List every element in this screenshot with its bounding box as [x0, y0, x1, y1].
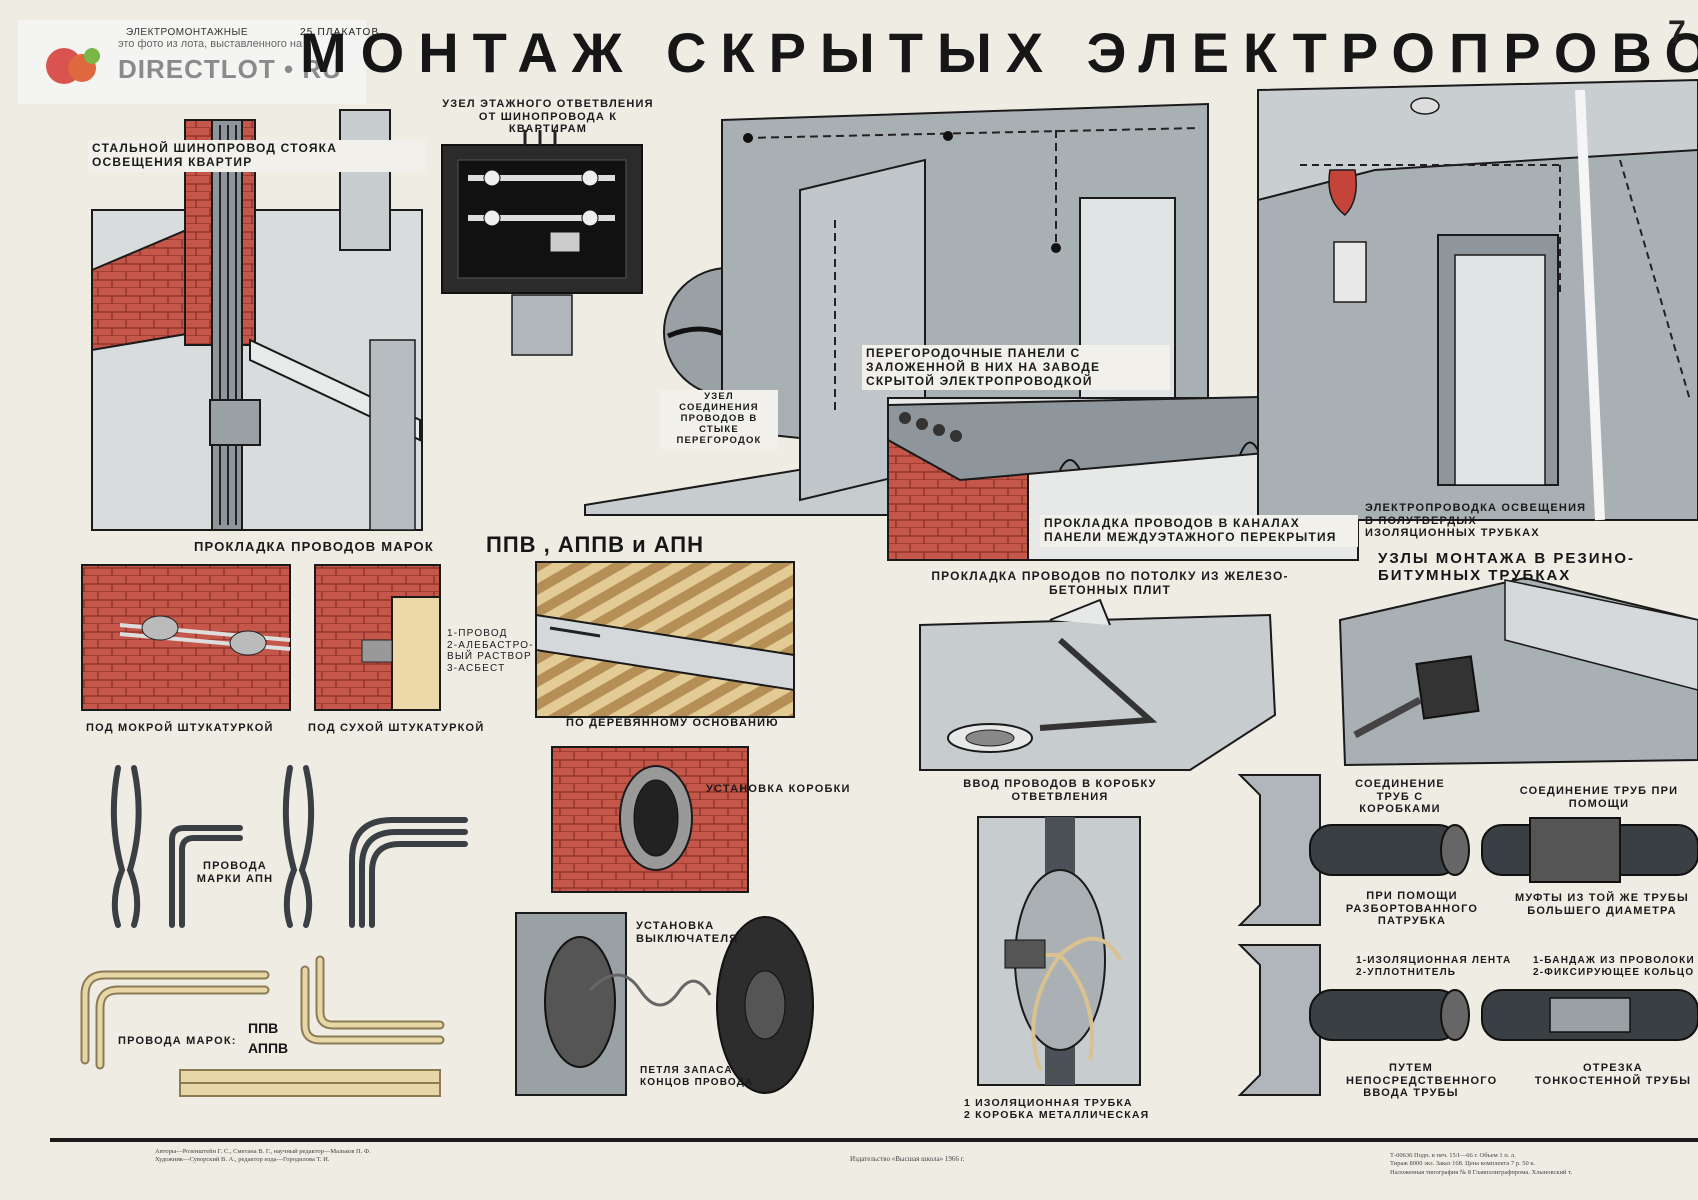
legend-plaster-line: ВЫЙ РАСТВОР	[447, 651, 532, 662]
label-split-sleeve: ПРИ ПОМОЩИ РАЗБОРТОВАННОГО ПАТРУБКА	[1345, 890, 1479, 928]
label-dry-plaster: ПОД СУХОЙ ШТУКАТУРКОЙ	[308, 722, 485, 734]
label-wires-mark-1: ППВ	[248, 1020, 279, 1036]
coupling-join	[1481, 817, 1698, 883]
section-left-prefix: ПРОКЛАДКА ПРОВОДОВ МАРОК	[194, 539, 434, 554]
pipe-box-join-1	[1237, 774, 1470, 926]
legend-box-line: 1 ИЗОЛЯЦИОННАЯ ТРУБКА	[964, 1097, 1133, 1109]
label-pipe-box-join: СОЕДИНЕНИЕ ТРУБ С КОРОБКАМИ	[1355, 778, 1445, 816]
label-thin-pipe: ОТРЕЗКА ТОНКОСТЕННОЙ ТРУБЫ	[1534, 1062, 1692, 1087]
label-branch-entry: ВВОД ПРОВОДОВ В КОРОБКУ ОТВЕТВЛЕНИЯ	[963, 778, 1157, 803]
legend-wire-line: 1-БАНДАЖ ИЗ ПРОВОЛОКИ	[1533, 955, 1695, 966]
label-ceiling-laying: ПРОКЛАДКА ПРОВОДОВ ПО ПОТОЛКУ ИЗ ЖЕЛЕЗО-…	[931, 569, 1289, 597]
legend-plaster: 1-ПРОВОД 2-АЛЕБАСТРО- ВЫЙ РАСТВОР 3-АСБЕ…	[447, 628, 534, 674]
ceiling-slab-illustration	[919, 598, 1277, 771]
footer-print-line: Наложенная типография № 8 Главполиграфпр…	[1390, 1168, 1573, 1176]
label-lighting: ЭЛЕКТРОПРОВОДКА ОСВЕЩЕНИЯ В ПОЛУТВЕРДЫХ …	[1365, 502, 1587, 540]
label-switch-install: УСТАНОВКА ВЫКЛЮЧАТЕЛЯ	[636, 920, 739, 945]
legend-plaster-line: 1-ПРОВОД	[447, 628, 508, 639]
label-floor-node: УЗЕЛ ЭТАЖНОГО ОТВЕТВЛЕНИЯ ОТ ШИНОПРОВОДА…	[442, 98, 654, 136]
branch-box-illustration	[977, 816, 1141, 1086]
footer-print-line: Тираж 8000 экз. Заказ 168. Цена комплект…	[1390, 1160, 1536, 1168]
label-wire-loop: ПЕТЛЯ ЗАПАСА КОНЦОВ ПРОВОДА	[640, 1065, 754, 1088]
legend-plaster-line: 3-АСБЕСТ	[447, 662, 506, 674]
page-number: 7	[1668, 14, 1686, 50]
legend-tape-line: 2-УПЛОТНИТЕЛЬ	[1356, 966, 1457, 978]
floor-node-illustration	[441, 130, 643, 356]
apn-wires-illustration	[110, 765, 468, 928]
legend-box-line: 2 КОРОБКА МЕТАЛЛИЧЕСКАЯ	[964, 1109, 1150, 1122]
label-box-install: УСТАНОВКА КОРОБКИ	[706, 783, 851, 795]
label-joint-node: УЗЕЛ СОЕДИНЕНИЯ ПРОВОДОВ В СТЫКЕ ПЕРЕГОР…	[660, 390, 778, 449]
section-left-marks: ППВ , АППВ и АПН	[486, 532, 705, 557]
label-partition-panels: ПЕРЕГОРОДОЧНЫЕ ПАНЕЛИ С ЗАЛОЖЕННОЙ В НИХ…	[862, 345, 1170, 391]
watermark-brand[interactable]: DIRECTLOT • RU	[118, 54, 342, 84]
legend-tape: 1-ИЗОЛЯЦИОННАЯ ЛЕНТА 2-УПЛОТНИТЕЛЬ	[1356, 955, 1511, 978]
wet-plaster-illustration	[81, 564, 291, 711]
watermark: это фото из лота, выставленного на DIREC…	[18, 20, 366, 104]
footer-artists: Художник—Суворский В. А., редактор изда—…	[155, 1156, 330, 1164]
squirrel-logo-icon	[46, 48, 100, 84]
rubber-corner-illustration	[1338, 576, 1698, 767]
label-wet-plaster: ПОД МОКРОЙ ШТУКАТУРКОЙ	[86, 722, 274, 734]
label-channels: ПРОКЛАДКА ПРОВОДОВ В КАНАЛАХ ПАНЕЛИ МЕЖД…	[1040, 515, 1358, 547]
label-coupling: МУФТЫ ИЗ ТОЙ ЖЕ ТРУБЫ БОЛЬШЕГО ДИАМЕТРА	[1515, 892, 1689, 917]
pipe-box-join-2	[1237, 944, 1470, 1096]
label-wires-mark-2: АППВ	[248, 1040, 289, 1056]
legend-tape-line: 1-ИЗОЛЯЦИОННАЯ ЛЕНТА	[1356, 955, 1512, 966]
footer-print-line: Т-00636 Подп. в печ. 15/I—66 г. Объем 1 …	[1390, 1152, 1516, 1159]
footer-print: Т-00636 Подп. в печ. 15/I—66 г. Объем 1 …	[1390, 1152, 1572, 1177]
lighting-illustration	[1257, 78, 1698, 521]
switch-install-illustration	[515, 912, 814, 1096]
label-riser: СТАЛЬНОЙ ШИНОПРОВОД СТОЯКА ОСВЕЩЕНИЯ КВА…	[88, 140, 426, 172]
dry-plaster-illustration	[314, 564, 441, 711]
label-pipe-pipe-join: СОЕДИНЕНИЕ ТРУБ ПРИ ПОМОЩИ	[1519, 785, 1679, 810]
watermark-notice: это фото из лота, выставленного на	[118, 38, 303, 50]
box-install-illustration	[551, 746, 749, 893]
riser-illustration	[91, 109, 423, 531]
series-label: ЭЛЕКТРОМОНТАЖНЫЕ	[126, 27, 249, 38]
legend-box: 1 ИЗОЛЯЦИОННАЯ ТРУБКА 2 КОРОБКА МЕТАЛЛИЧ…	[964, 1097, 1149, 1121]
poster-title: МОНТАЖ СКРЫТЫХ ЭЛЕКТРОПРОВОДОК	[300, 21, 1698, 84]
legend-wire-line: 2-ФИКСИРУЮЩЕЕ КОЛЬЦО	[1533, 966, 1695, 978]
label-apn-wires: ПРОВОДА МАРКИ АПН	[196, 860, 274, 885]
footer-authors: Авторы—Розенштейн Г. С., Сметана В. Г., …	[155, 1148, 371, 1155]
footer-publisher: Издательство «Высшая школа» 1966 г.	[850, 1155, 965, 1163]
series-count: 25 ПЛАКАТОВ	[300, 27, 380, 38]
label-wires-marks: ПРОВОДА МАРОК:	[118, 1035, 237, 1047]
legend-wire: 1-БАНДАЖ ИЗ ПРОВОЛОКИ 2-ФИКСИРУЮЩЕЕ КОЛЬ…	[1533, 955, 1695, 978]
section-rubber-title: УЗЛЫ МОНТАЖА В РЕЗИНО-БИТУМНЫХ ТРУБКАХ	[1378, 550, 1636, 584]
label-direct-entry: ПУТЕМ НЕПОСРЕДСТВЕННОГО ВВОДА ТРУБЫ	[1346, 1062, 1498, 1100]
label-wood-base: ПО ДЕРЕВЯННОМУ ОСНОВАНИЮ	[566, 717, 779, 729]
ppv-wires-illustration	[80, 955, 445, 1097]
wood-base-illustration	[535, 561, 795, 718]
legend-plaster-line: 2-АЛЕБАСТРО-	[447, 639, 534, 651]
footer-credits: Авторы—Розенштейн Г. С., Сметана В. Г., …	[155, 1148, 371, 1165]
thin-pipe-join	[1481, 989, 1698, 1041]
